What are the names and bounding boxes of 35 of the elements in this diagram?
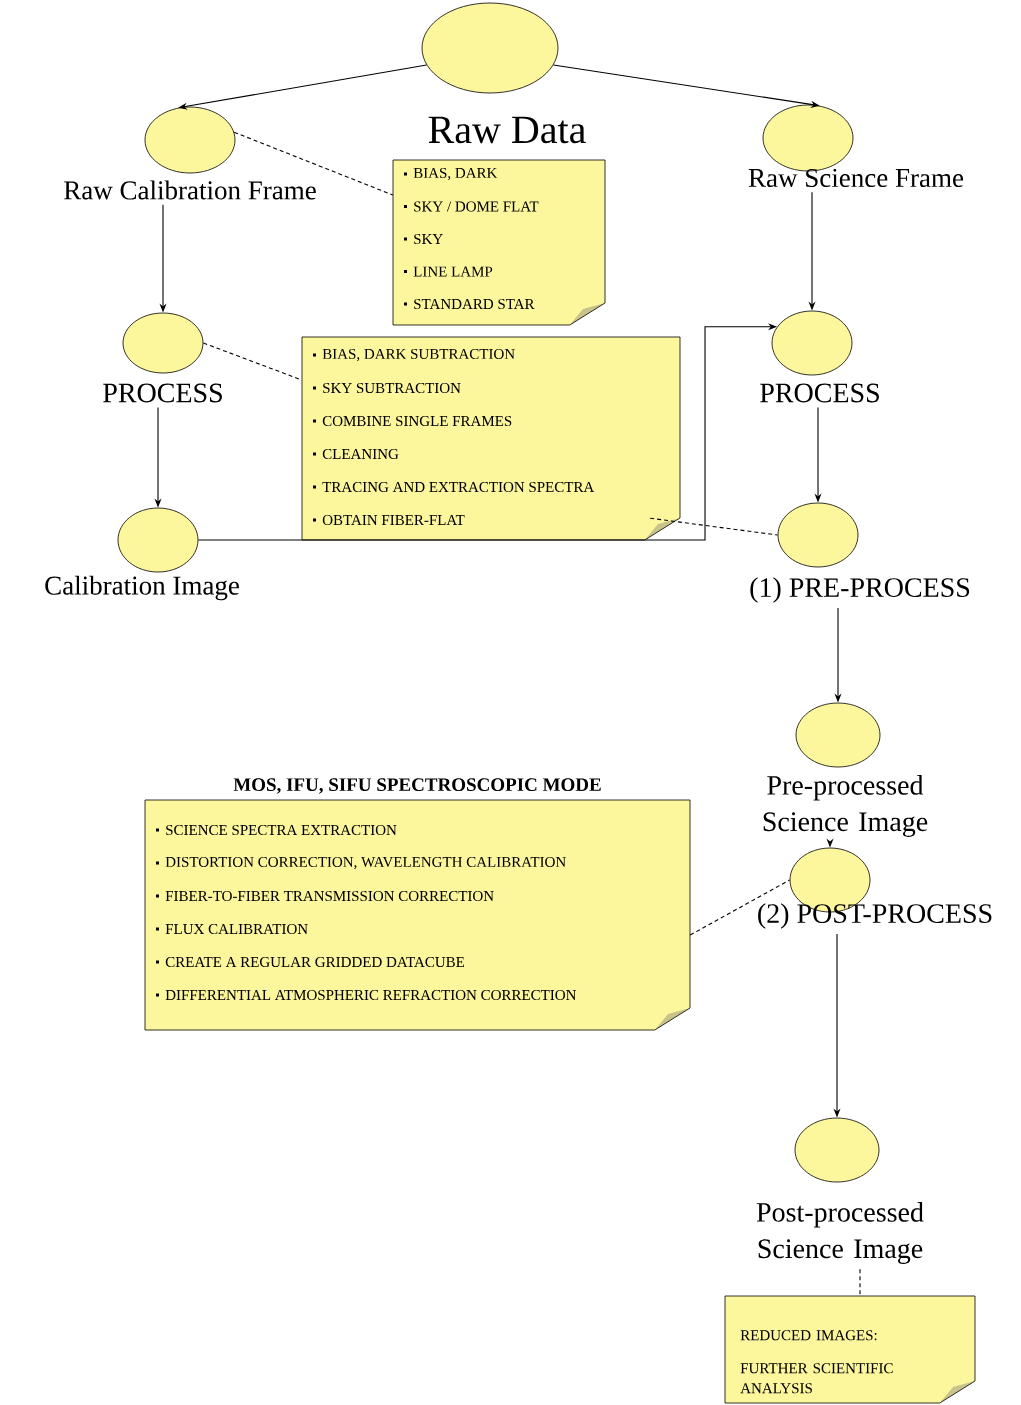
node-label: Raw Data xyxy=(428,116,586,144)
note-heading: MOS, IFU, SIFU SPECTROSCOPIC MODE xyxy=(233,778,601,794)
node-label: Calibration Image xyxy=(45,575,239,601)
leader-line xyxy=(202,342,303,381)
leader-line xyxy=(649,517,779,536)
note-item: REDUCED IMAGES: xyxy=(740,1330,877,1341)
note-item: DIFFERENTIAL ATMOSPHERIC REFRACTION CORRECTION xyxy=(156,990,577,1001)
note-item: FURTHER SCIENTIFIC ANALYSIS xyxy=(740,1363,893,1394)
note-item: TRACING AND EXTRACTION SPECTRA xyxy=(313,481,595,493)
note-item: COMBINE SINGLE FRAMES xyxy=(313,415,512,427)
note-item: FIBER-TO-FIBER TRANSMISSION CORRECTION xyxy=(156,890,494,902)
note-item: SCIENCE SPECTRA EXTRACTION xyxy=(156,824,397,836)
note-item: BIAS, DARK SUBTRACTION xyxy=(313,348,515,362)
node-label: Raw Science Frame xyxy=(748,168,964,188)
node-label: Post-processed Science Image xyxy=(756,1202,924,1264)
node-label: PROCESS xyxy=(760,383,879,403)
node-label: (1) PRE-PROCESS xyxy=(750,577,970,603)
node-label: PROCESS xyxy=(103,383,222,403)
note-item: STANDARD STAR xyxy=(404,298,535,310)
note-item: LINE LAMP xyxy=(404,266,493,277)
note-item: SKY SUBTRACTION xyxy=(313,382,461,394)
note-item: CLEANING xyxy=(313,448,399,460)
node-label: Pre-processed Science Image xyxy=(763,775,928,837)
leader-line xyxy=(689,879,791,936)
note-item: FLUX CALIBRATION xyxy=(156,924,308,935)
note-item: DISTORTION CORRECTION, WAVELENGTH CALIBRATION xyxy=(156,856,566,870)
leader-line xyxy=(859,1268,861,1297)
leader-line xyxy=(233,131,394,196)
node-label: (2) POST-PROCESS xyxy=(758,903,992,929)
note-item: SKY / DOME FLAT xyxy=(404,201,539,212)
note-item: SKY xyxy=(404,233,443,245)
note-item: BIAS, DARK xyxy=(404,167,498,181)
note-item: CREATE A REGULAR GRIDDED DATACUBE xyxy=(156,957,465,968)
note-item: OBTAIN FIBER-FLAT xyxy=(313,514,465,526)
node-label: Raw Calibration Frame xyxy=(64,180,316,200)
